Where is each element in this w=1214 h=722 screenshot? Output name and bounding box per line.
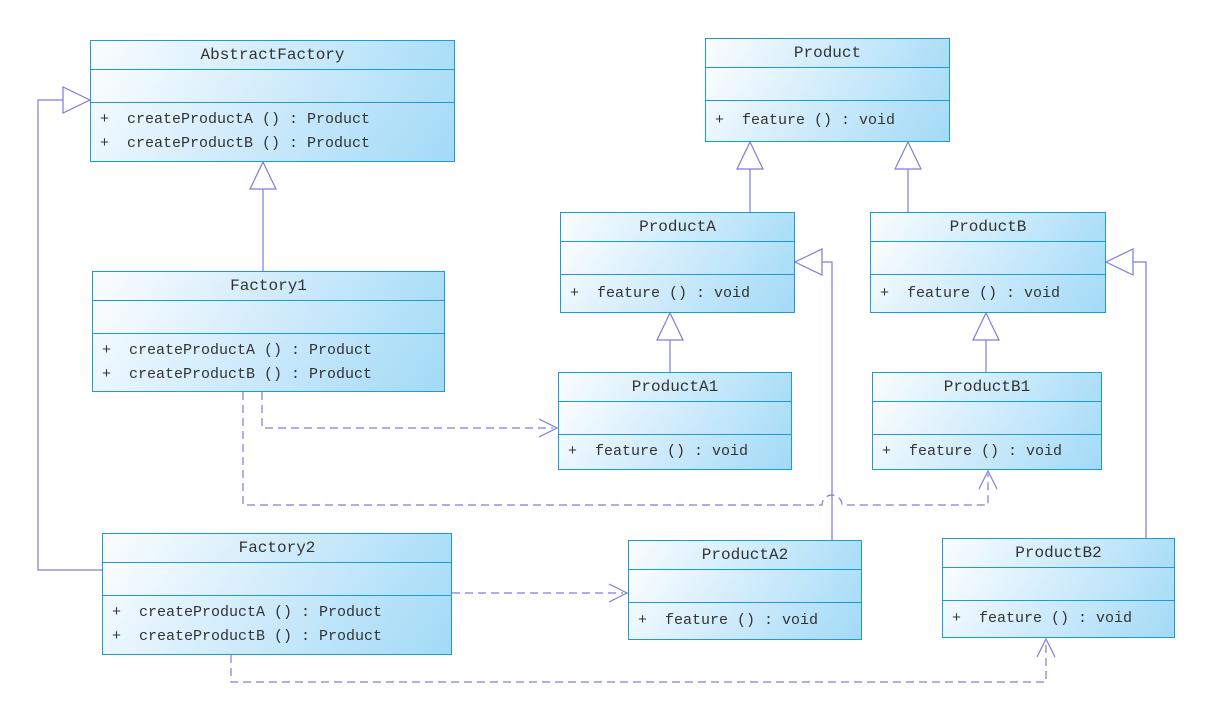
class-attributes-empty (871, 242, 1105, 275)
class-methods: + feature () : void (873, 435, 1101, 469)
class-abstractfactory[interactable]: AbstractFactory + createProductA () : Pr… (90, 40, 455, 162)
dependency-factory2-to-productb2[interactable] (230, 637, 1056, 683)
class-factory2[interactable]: Factory2 + createProductA () : Product +… (102, 533, 452, 655)
dependency-arrowhead (608, 583, 629, 603)
class-productb2[interactable]: ProductB2 + feature () : void (942, 538, 1175, 638)
method-createproductb: + createProductB () : Product (100, 135, 371, 152)
class-productb[interactable]: ProductB + feature () : void (870, 212, 1106, 313)
generalization-productb2-to-productb[interactable] (1104, 248, 1147, 538)
class-title: Factory2 (103, 534, 451, 563)
class-attributes-empty (706, 68, 949, 101)
dependency-arrowhead (538, 418, 559, 438)
class-methods: + feature () : void (943, 601, 1174, 637)
method-createproducta: + createProductA () : Product (100, 111, 371, 128)
class-factory1[interactable]: Factory1 + createProductA () : Product +… (92, 271, 445, 392)
class-methods: + feature () : void (871, 275, 1105, 312)
generalization-factory2-to-abstractfactory[interactable] (37, 86, 102, 571)
dependency-arrowhead (978, 469, 998, 490)
class-attributes-empty (629, 570, 861, 603)
class-methods: + createProductA () : Product + createPr… (93, 334, 444, 391)
method-feature: + feature () : void (638, 612, 819, 629)
inheritance-arrowhead (793, 248, 823, 276)
method-feature: + feature () : void (882, 443, 1063, 460)
class-title: ProductA2 (629, 541, 861, 570)
inheritance-arrowhead (736, 140, 764, 170)
class-title: ProductB2 (943, 539, 1174, 568)
class-title: Product (706, 39, 949, 68)
class-methods: + createProductA () : Product + createPr… (103, 596, 451, 654)
class-methods: + feature () : void (559, 435, 791, 469)
class-title: ProductB (871, 213, 1105, 242)
dependency-factory1-to-productb1[interactable] (242, 392, 998, 506)
class-methods: + feature () : void (629, 603, 861, 639)
class-producta2[interactable]: ProductA2 + feature () : void (628, 540, 862, 640)
method-feature: + feature () : void (568, 443, 749, 460)
dependency-factory1-to-producta1[interactable] (261, 392, 559, 438)
class-attributes-empty (943, 568, 1174, 601)
generalization-producta1-to-producta[interactable] (656, 311, 684, 372)
class-attributes-empty (103, 563, 451, 596)
class-title: AbstractFactory (91, 41, 454, 70)
class-attributes-empty (559, 402, 791, 435)
class-productb1[interactable]: ProductB1 + feature () : void (872, 372, 1102, 470)
inheritance-arrowhead (62, 86, 92, 114)
dependency-arrowhead (1036, 637, 1056, 658)
generalization-producta2-to-producta[interactable] (793, 248, 833, 540)
class-attributes-empty (561, 242, 794, 275)
method-createproducta: + createProductA () : Product (102, 341, 373, 359)
class-attributes-empty (91, 70, 454, 103)
method-feature: + feature () : void (880, 284, 1061, 302)
class-producta[interactable]: ProductA + feature () : void (560, 212, 795, 313)
class-title: ProductB1 (873, 373, 1101, 402)
class-producta1[interactable]: ProductA1 + feature () : void (558, 372, 792, 470)
class-methods: + createProductA () : Product + createPr… (91, 103, 454, 161)
generalization-factory1-to-abstractfactory[interactable] (249, 160, 277, 271)
class-methods: + feature () : void (561, 275, 794, 312)
inheritance-arrowhead (972, 311, 1000, 341)
method-feature: + feature () : void (715, 112, 896, 129)
method-feature: + feature () : void (952, 610, 1133, 627)
class-attributes-empty (873, 402, 1101, 435)
generalization-productb-to-product[interactable] (894, 140, 922, 212)
generalization-producta-to-product[interactable] (736, 140, 764, 212)
method-createproducta: + createProductA () : Product (112, 604, 383, 621)
inheritance-arrowhead (249, 160, 277, 190)
class-methods: + feature () : void (706, 101, 949, 141)
method-createproductb: + createProductB () : Product (112, 628, 383, 645)
inheritance-arrowhead (1104, 248, 1134, 276)
method-feature: + feature () : void (570, 284, 751, 302)
class-title: Factory1 (93, 272, 444, 301)
class-title: ProductA1 (559, 373, 791, 402)
class-product[interactable]: Product + feature () : void (705, 38, 950, 142)
dependency-factory2-to-producta2[interactable] (452, 583, 629, 603)
generalization-productb1-to-productb[interactable] (972, 311, 1000, 372)
inheritance-arrowhead (656, 311, 684, 341)
method-createproductb: + createProductB () : Product (102, 365, 373, 383)
class-title: ProductA (561, 213, 794, 242)
class-attributes-empty (93, 301, 444, 334)
inheritance-arrowhead (894, 140, 922, 170)
